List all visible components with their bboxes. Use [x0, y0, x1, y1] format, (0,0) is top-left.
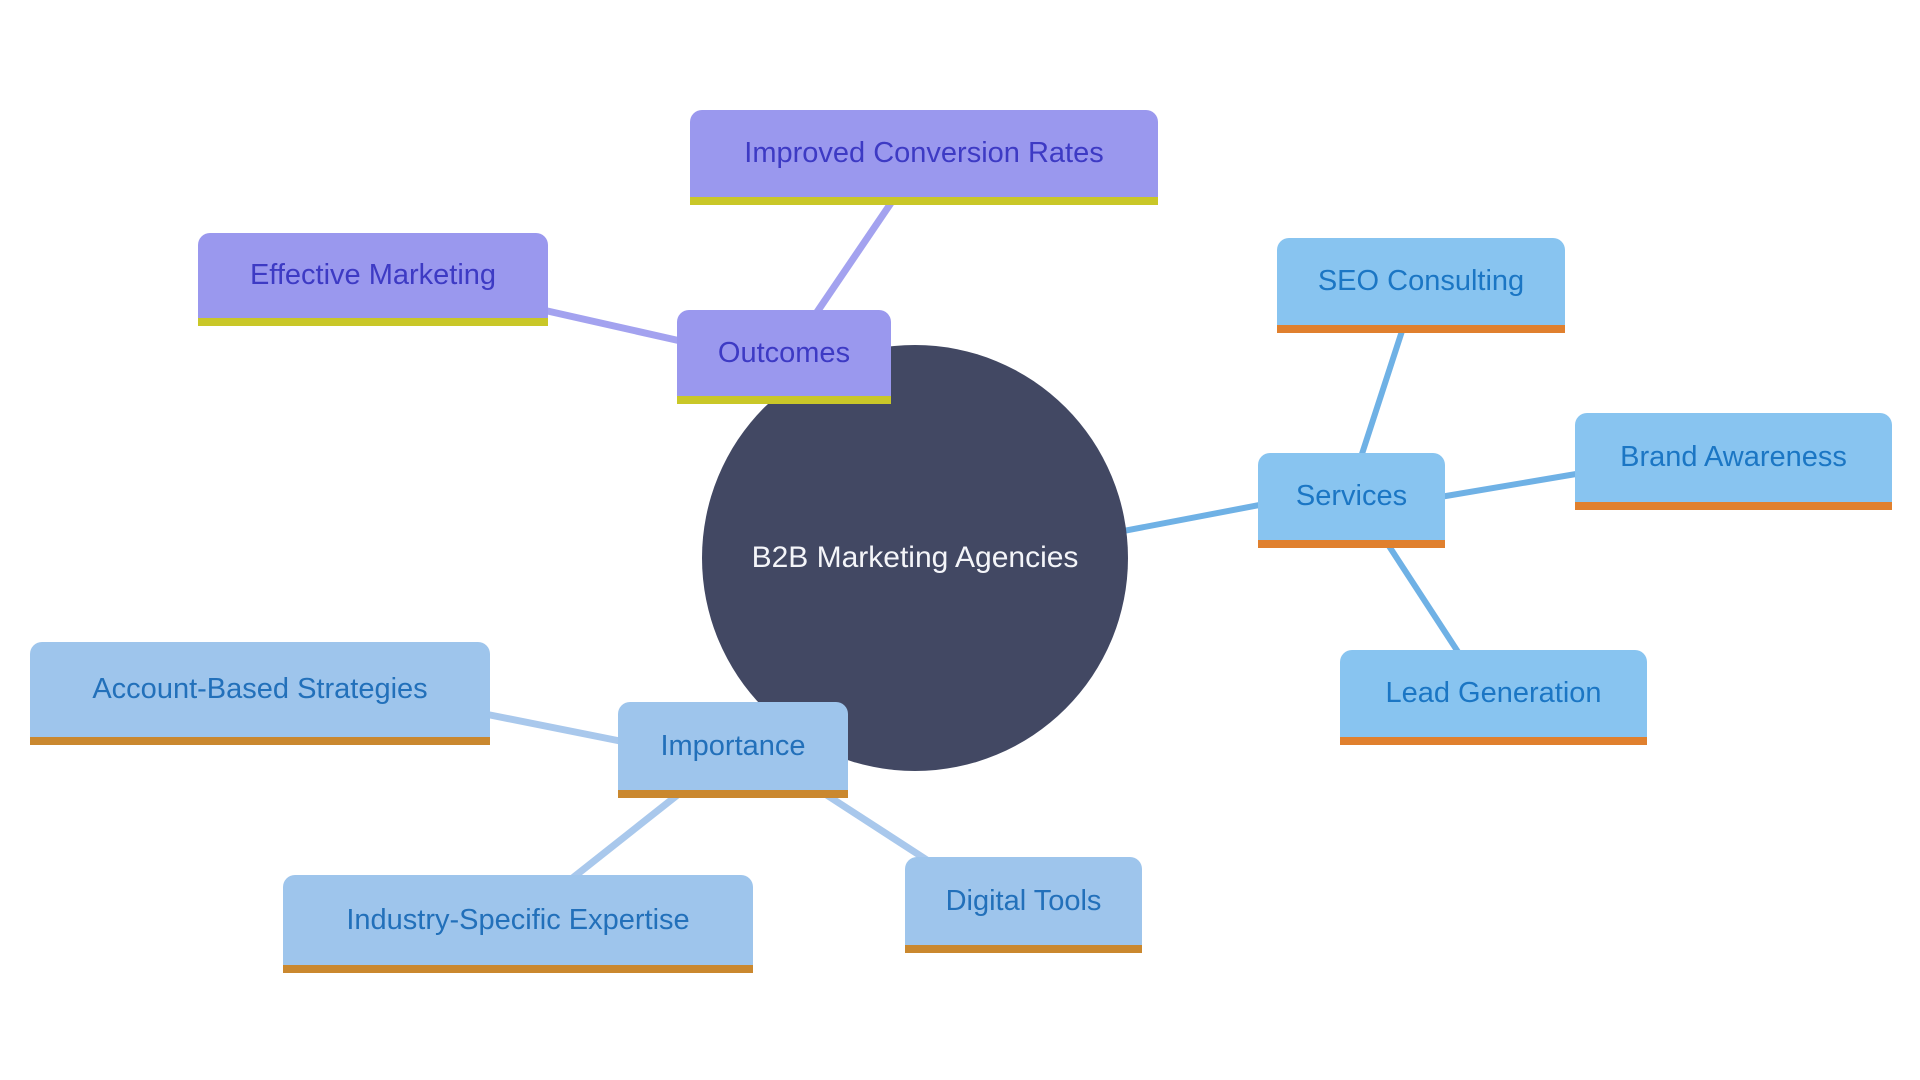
- center-node-b2b-marketing-agencies[interactable]: B2B Marketing Agencies: [702, 345, 1128, 771]
- node-improved-conversion-rates[interactable]: Improved Conversion Rates: [690, 110, 1158, 205]
- connector-services-brand-awareness: [1439, 470, 1583, 500]
- node-lead-generation[interactable]: Lead Generation: [1340, 650, 1647, 745]
- node-seo-consulting[interactable]: SEO Consulting: [1277, 238, 1565, 333]
- connector-account-based-strategies-importance: [484, 710, 626, 746]
- node-account-based-strategies[interactable]: Account-Based Strategies: [30, 642, 490, 745]
- node-digital-tools[interactable]: Digital Tools: [905, 857, 1142, 953]
- node-industry-specific-expertise[interactable]: Industry-Specific Expertise: [283, 875, 753, 973]
- connector-services-seo-consulting: [1357, 327, 1406, 461]
- node-brand-awareness[interactable]: Brand Awareness: [1575, 413, 1892, 510]
- node-outcomes[interactable]: Outcomes: [677, 310, 891, 404]
- node-importance[interactable]: Importance: [618, 702, 848, 798]
- connector-services-lead-generation: [1384, 541, 1463, 657]
- node-services[interactable]: Services: [1258, 453, 1445, 548]
- node-effective-marketing[interactable]: Effective Marketing: [198, 233, 548, 326]
- connector-importance-industry-specific-expertise: [567, 790, 683, 883]
- connector-effective-marketing-outcomes: [542, 306, 686, 346]
- connector-improved-conversion-rates-outcomes: [812, 198, 896, 317]
- connector-importance-digital-tools: [820, 789, 932, 865]
